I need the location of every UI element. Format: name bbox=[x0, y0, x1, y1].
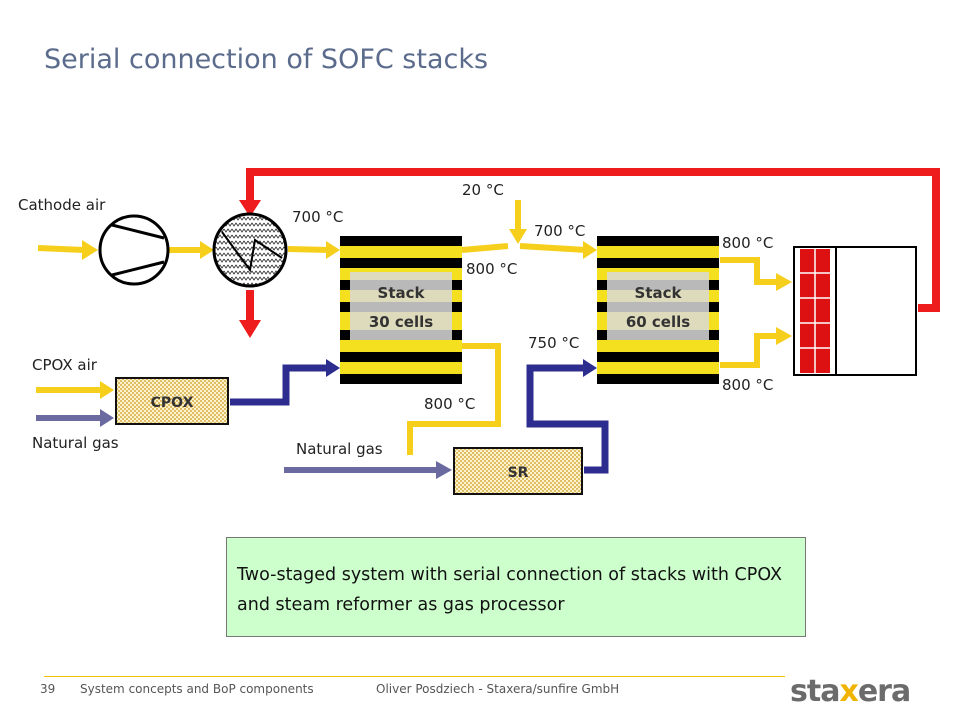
temp-800-top-label: 800 °C bbox=[722, 234, 774, 252]
sr-label: SR bbox=[508, 465, 529, 481]
temp-800-stack1-out-label: 800 °C bbox=[466, 260, 518, 278]
page-number: 39 bbox=[40, 682, 56, 696]
temp-750-label: 750 °C bbox=[528, 334, 580, 352]
stack-30-cells bbox=[340, 236, 462, 384]
natural-gas-left-label: Natural gas bbox=[32, 434, 119, 452]
page-title: Serial connection of SOFC stacks bbox=[44, 44, 489, 75]
stack1-cells: 30 cells bbox=[369, 313, 433, 331]
stack2-name: Stack bbox=[635, 284, 683, 302]
compressor-icon bbox=[98, 214, 170, 286]
staxera-logo: staxera bbox=[790, 674, 911, 709]
cathode-air-label: Cathode air bbox=[18, 196, 106, 214]
afterburner-icon bbox=[793, 246, 917, 376]
summary-callout: Two-staged system with serial connection… bbox=[226, 537, 806, 637]
footer-author: Oliver Posdziech - Staxera/sunfire GmbH bbox=[376, 682, 620, 696]
cpox-air-label: CPOX air bbox=[32, 356, 97, 374]
air-lines bbox=[37, 200, 792, 455]
temp-800-bottom-label: 800 °C bbox=[722, 376, 774, 394]
stack-60-cells bbox=[597, 236, 719, 384]
temp-800-anode1-out-label: 800 °C bbox=[424, 395, 476, 413]
stack1-name: Stack bbox=[378, 284, 426, 302]
temp-700-hx-label: 700 °C bbox=[292, 208, 344, 226]
fuel-lines bbox=[36, 359, 609, 479]
footer-divider bbox=[44, 676, 785, 677]
temp-20-label: 20 °C bbox=[462, 181, 504, 199]
temp-700-stack2-label: 700 °C bbox=[534, 222, 586, 240]
heat-exchanger-icon bbox=[212, 212, 288, 288]
hot-gas-recirculation-line bbox=[239, 168, 940, 338]
cpox-reactor bbox=[115, 377, 229, 425]
footer-section: System concepts and BoP components bbox=[80, 682, 314, 696]
cpox-label: CPOX bbox=[151, 395, 194, 411]
sr-reactor bbox=[453, 447, 583, 495]
natural-gas-mid-label: Natural gas bbox=[296, 440, 383, 458]
stack2-cells: 60 cells bbox=[626, 313, 690, 331]
